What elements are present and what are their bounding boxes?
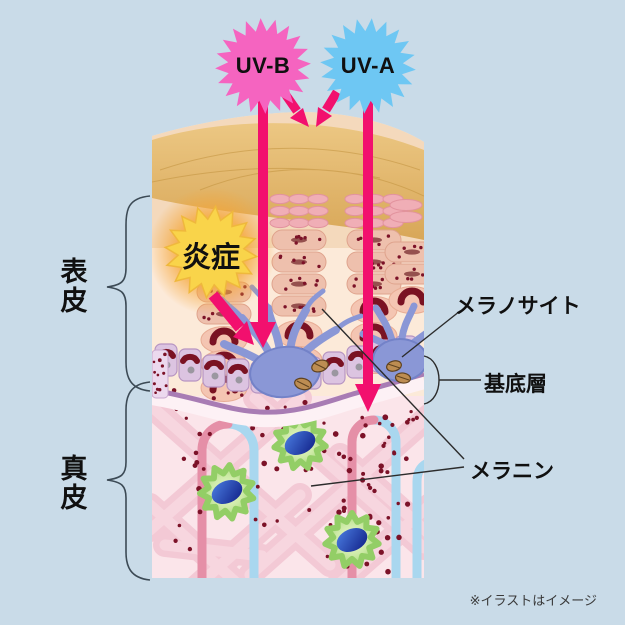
- uvb-label: UV-B: [235, 53, 291, 78]
- uv-rays: [208, 85, 381, 412]
- dermis-brace: [106, 381, 151, 581]
- disclaimer-note: ※イラストはイメージ: [469, 593, 597, 608]
- melanocyte-pointer: [401, 310, 461, 358]
- layer-braces: [106, 195, 151, 581]
- inflammation-arrow: [208, 291, 254, 345]
- inflammation-starburst-icon: [163, 204, 259, 300]
- skin-cross-section: [152, 112, 424, 578]
- melanin-pointer-epidermis: [321, 308, 465, 460]
- melanocyte-label: メラノサイト: [455, 295, 581, 318]
- melanin-label: メラニン: [470, 460, 554, 483]
- uva-starburst-icon: [320, 18, 416, 114]
- uva-surface-arrow: [316, 89, 341, 127]
- epidermis-brace: [106, 195, 151, 392]
- melanin-pointer-dermis: [310, 466, 465, 487]
- pointer-lines: [310, 308, 481, 487]
- uvb-ray-arrow: [258, 88, 268, 326]
- granular-cells: [269, 193, 423, 229]
- basal-layer-bracket: [423, 355, 440, 405]
- basement-membrane: [152, 371, 424, 415]
- uva-label: UV-A: [340, 53, 396, 78]
- dermal-cells: [197, 414, 382, 569]
- melanosomes: [294, 359, 412, 391]
- dermis-label: 真皮: [60, 454, 88, 514]
- basal-layer-label: 基底層: [484, 373, 547, 396]
- epidermis-label: 表皮: [60, 257, 88, 317]
- uvb-starburst-icon: [215, 18, 311, 114]
- uva-ray-arrow: [363, 88, 373, 388]
- inflammation-label: 炎症: [181, 242, 240, 274]
